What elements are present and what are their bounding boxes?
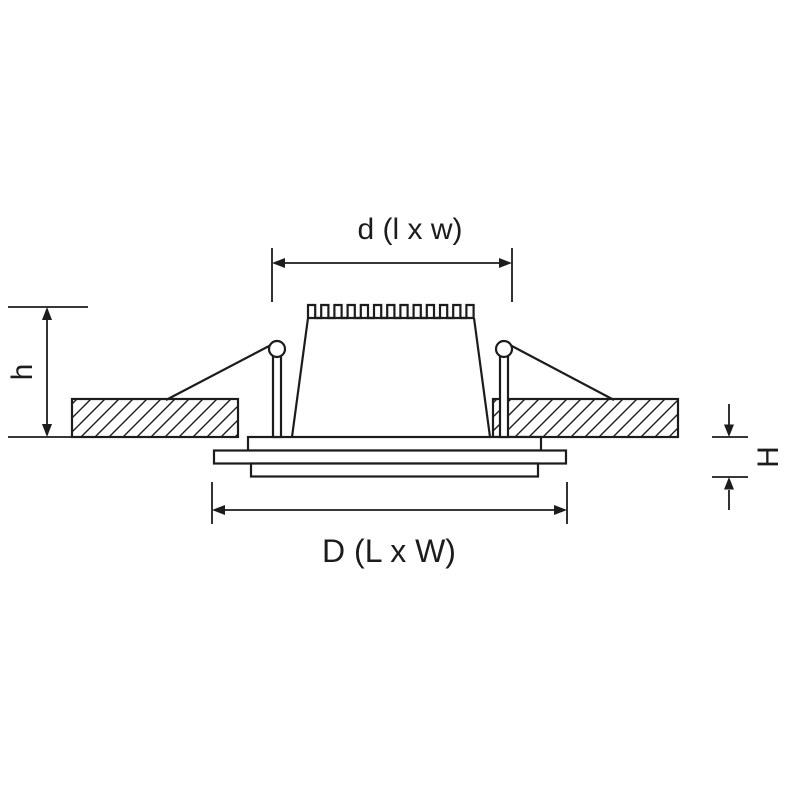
clip-pivot-left (267, 339, 287, 359)
arrowhead-left-icon (272, 258, 285, 268)
dimension-top-cutout: d (l x w) (271, 213, 513, 302)
lamp-housing (290, 303, 492, 438)
ceiling-hatch-left (70, 397, 240, 439)
heatsink-fins (306, 303, 475, 320)
clip-post-right (498, 354, 510, 439)
dimension-bottom-overall: D (L x W) (211, 482, 568, 569)
flange-layer-bottom (249, 462, 540, 478)
dimension-right-flange-height: H (712, 404, 785, 510)
clip-post-left (271, 354, 283, 439)
clip-spring-arm-left (165, 344, 272, 401)
arrowhead-left-icon (212, 505, 225, 515)
arrowhead-right-icon (554, 505, 567, 515)
flange-layer-middle (212, 449, 568, 465)
spring-clip-right (494, 339, 615, 439)
arrowhead-down-icon (42, 424, 52, 437)
clip-pivot-right (494, 339, 514, 359)
dimension-label-height-above: h (6, 364, 39, 381)
dimension-label-cutout: d (l x w) (358, 213, 463, 246)
dimension-label-height-below: H (752, 446, 785, 468)
spring-clip-left (165, 339, 287, 439)
arrowhead-up-icon (724, 477, 734, 490)
arrowhead-down-icon (724, 424, 734, 437)
housing-side-right (472, 317, 492, 438)
clip-spring-arm-right (509, 344, 615, 401)
arrowhead-right-icon (499, 258, 512, 268)
flange-layer-top (246, 435, 543, 452)
ceiling-hatch-right (491, 397, 680, 439)
housing-side-left (290, 317, 310, 438)
ceiling-panel-right (491, 397, 680, 439)
dimension-label-overall: D (L x W) (322, 533, 456, 569)
arrowhead-up-icon (42, 307, 52, 320)
dimension-left-height: h (6, 306, 88, 438)
trim-flange (212, 435, 568, 478)
ceiling-panel-left (70, 397, 240, 439)
